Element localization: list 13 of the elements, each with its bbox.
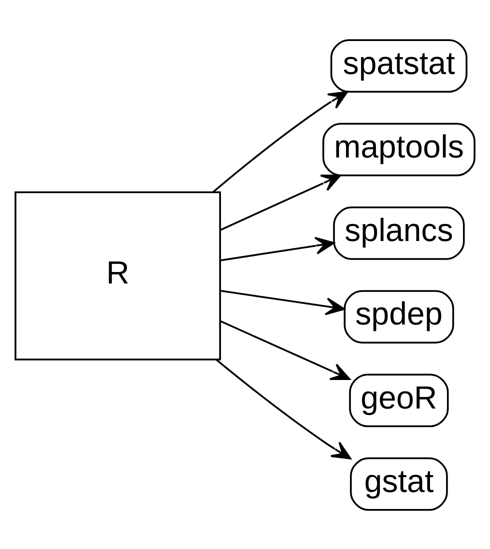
arrow [212,90,348,192]
arrow [220,320,350,380]
arrow [220,236,335,261]
node-box: R [14,190,221,360]
node-box: spatstat [330,38,468,92]
node-box: spdep [344,290,454,343]
node-box: maptools [322,122,476,176]
arrow [220,174,342,230]
node-box: splancs [333,206,465,260]
node-box: geoR [349,373,449,427]
arrow [216,358,352,459]
node-box: gstat [350,456,448,510]
arrow [220,289,346,315]
